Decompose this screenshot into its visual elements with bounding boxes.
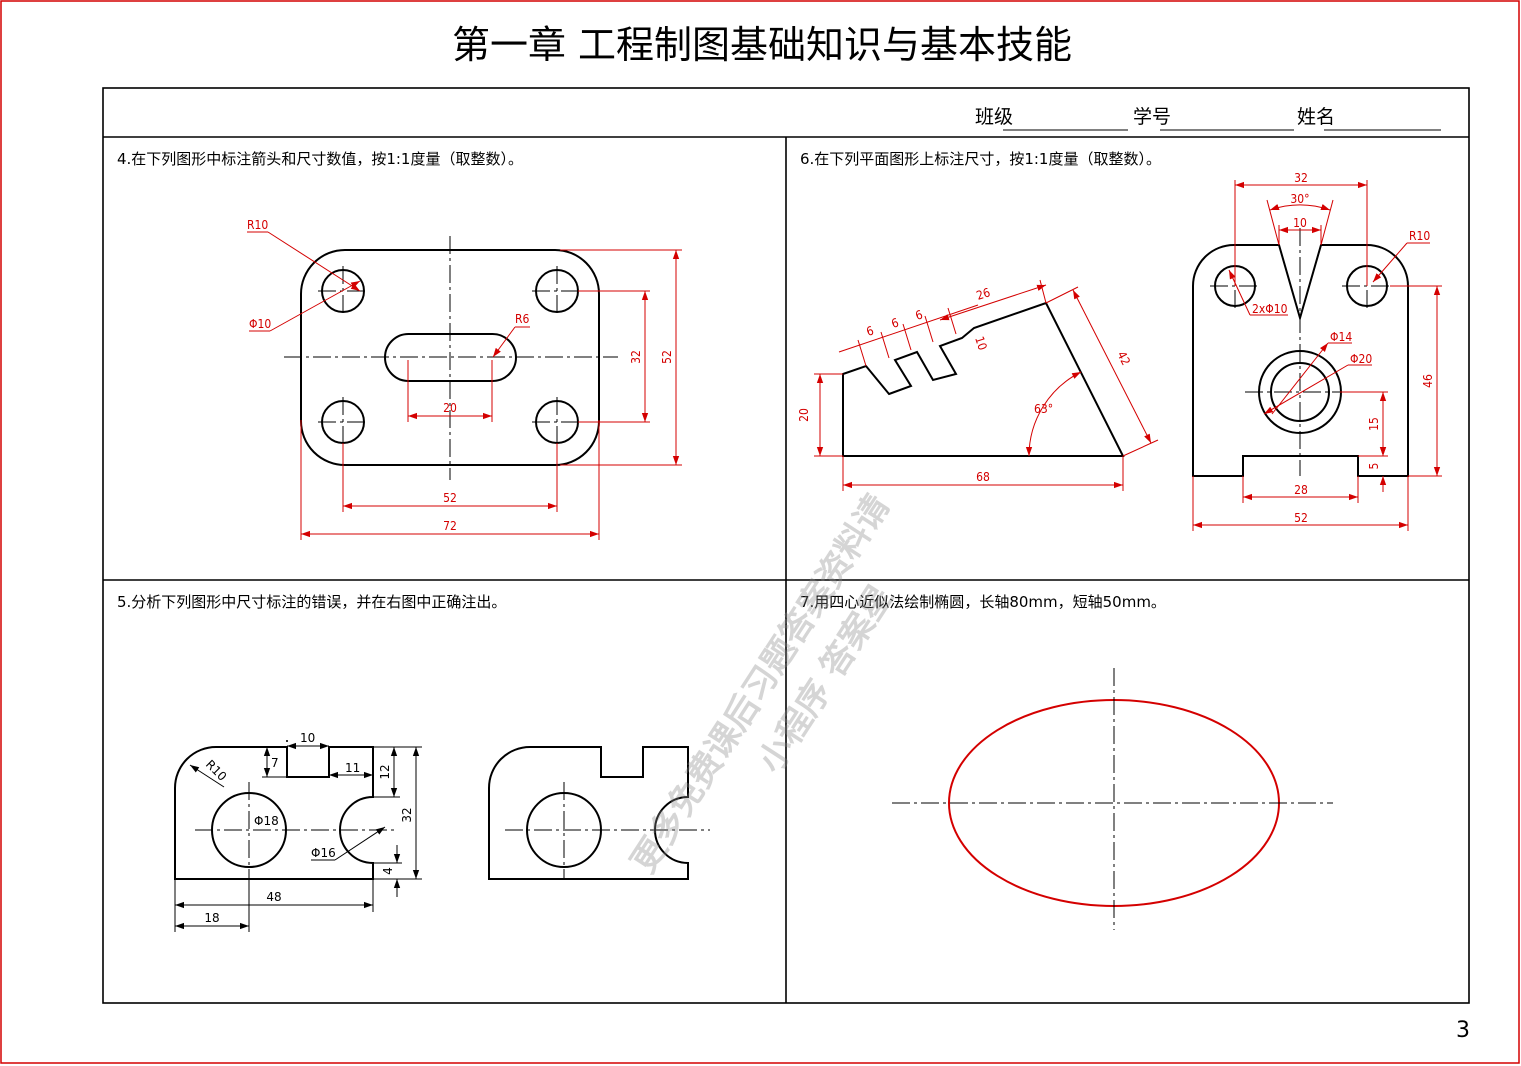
task-6-panel: 6.在下列平面图形上标注尺寸，按1:1度量（取整数）。 6 6 6 26 10 … bbox=[797, 150, 1442, 531]
dim-5: 5 bbox=[1367, 463, 1381, 470]
dim-phi16: Φ16 bbox=[311, 846, 336, 860]
page-title: 第一章 工程制图基础知识与基本技能 bbox=[452, 23, 1072, 67]
dim-r10: R10 bbox=[1409, 229, 1430, 243]
task-5-right-drawing bbox=[488, 746, 710, 880]
dim-6c: 6 bbox=[914, 307, 925, 322]
dim-15: 15 bbox=[1367, 417, 1381, 431]
dim-7: 7 bbox=[271, 756, 279, 770]
dim-12: 12 bbox=[378, 764, 392, 779]
dim-phi18: Φ18 bbox=[254, 814, 279, 828]
dim-20: 20 bbox=[797, 408, 811, 422]
dim-r6: R6 bbox=[515, 312, 530, 326]
dim-4: 4 bbox=[381, 867, 395, 875]
dim-52-vertical: 52 bbox=[660, 350, 674, 364]
dim-68: 68 bbox=[976, 470, 990, 484]
dim-r10: R10 bbox=[203, 757, 230, 784]
task-4-panel: 4.在下列图形中标注箭头和尺寸数值，按1:1度量（取整数）。 R10 Φ10 bbox=[117, 150, 682, 540]
bore-inner bbox=[1270, 362, 1330, 422]
dim-46: 46 bbox=[1421, 374, 1435, 388]
student-number-label: 学号 bbox=[1133, 106, 1171, 128]
task-6-left-drawing bbox=[842, 301, 1125, 457]
dim-20: 20 bbox=[443, 401, 457, 415]
dim-phi14: Φ14 bbox=[1330, 330, 1352, 344]
dim-32: 32 bbox=[1294, 171, 1308, 185]
dim-r10: R10 bbox=[247, 218, 268, 232]
dim-32: 32 bbox=[629, 350, 643, 364]
task-5-left-dimensions: 10 7 11 12 32 4 R10 Φ18 Φ16 bbox=[174, 731, 422, 932]
dim-28: 28 bbox=[1294, 483, 1308, 497]
task-6-right-drawing bbox=[1192, 228, 1409, 477]
page-number: 3 bbox=[1456, 1018, 1470, 1043]
task-4-drawing bbox=[284, 236, 618, 480]
name-label: 姓名 bbox=[1297, 106, 1335, 128]
task-7-panel: 7.用四心近似法绘制椭圆，长轴80mm，短轴50mm。 bbox=[800, 593, 1333, 930]
dim-52-horizontal: 52 bbox=[443, 491, 457, 505]
dim-2x-phi10: 2xΦ10 bbox=[1252, 302, 1288, 316]
dim-phi10: Φ10 bbox=[249, 317, 271, 331]
dim-11: 11 bbox=[345, 761, 360, 775]
student-info: 班级 学号 姓名 bbox=[975, 106, 1441, 131]
part-outline-for-answer bbox=[488, 746, 689, 880]
task-5-left-drawing bbox=[174, 746, 395, 880]
dim-10: 10 bbox=[972, 335, 990, 353]
serrated-block-outline bbox=[842, 301, 1125, 457]
task-4-instruction: 4.在下列图形中标注箭头和尺寸数值，按1:1度量（取整数）。 bbox=[117, 150, 523, 168]
task-6-left-dimensions: 6 6 6 26 10 20 42 63° 68 bbox=[797, 279, 1159, 491]
dim-32: 32 bbox=[400, 807, 414, 822]
watermark: 更多免费课后习题答案资料请 小程序 答案星 bbox=[624, 488, 902, 880]
part-outline-with-errors bbox=[174, 746, 374, 880]
task-5-instruction: 5.分析下列图形中尺寸标注的错误，并在右图中正确注出。 bbox=[117, 593, 506, 611]
task-4-dimensions: R10 Φ10 R6 20 32 52 bbox=[247, 218, 682, 540]
dim-6a: 6 bbox=[865, 323, 876, 338]
dim-48: 48 bbox=[266, 890, 281, 904]
dim-10: 10 bbox=[1293, 216, 1307, 230]
dim-10: 10 bbox=[300, 731, 315, 745]
task-6-instruction: 6.在下列平面图形上标注尺寸，按1:1度量（取整数）。 bbox=[800, 150, 1161, 168]
dim-6b: 6 bbox=[890, 315, 901, 330]
task-7-instruction: 7.用四心近似法绘制椭圆，长轴80mm，短轴50mm。 bbox=[800, 593, 1166, 611]
dim-phi20: Φ20 bbox=[1350, 352, 1372, 366]
watermark-line-1: 更多免费课后习题答案资料请 bbox=[624, 488, 898, 880]
dim-18: 18 bbox=[204, 911, 219, 925]
dim-30-degrees: 30° bbox=[1290, 192, 1309, 206]
dim-42: 42 bbox=[1114, 349, 1133, 368]
dim-63-degrees: 63° bbox=[1034, 402, 1053, 416]
dim-26: 26 bbox=[975, 285, 993, 303]
task-6-right-dimensions: 32 30° 10 R10 2xΦ10 Φ14 bbox=[1192, 171, 1442, 531]
class-label: 班级 bbox=[975, 106, 1013, 128]
task-5-panel: 5.分析下列图形中尺寸标注的错误，并在右图中正确注出。 10 7 11 12 3… bbox=[117, 593, 710, 932]
dim-72: 72 bbox=[443, 519, 457, 533]
dim-52: 52 bbox=[1294, 511, 1308, 525]
